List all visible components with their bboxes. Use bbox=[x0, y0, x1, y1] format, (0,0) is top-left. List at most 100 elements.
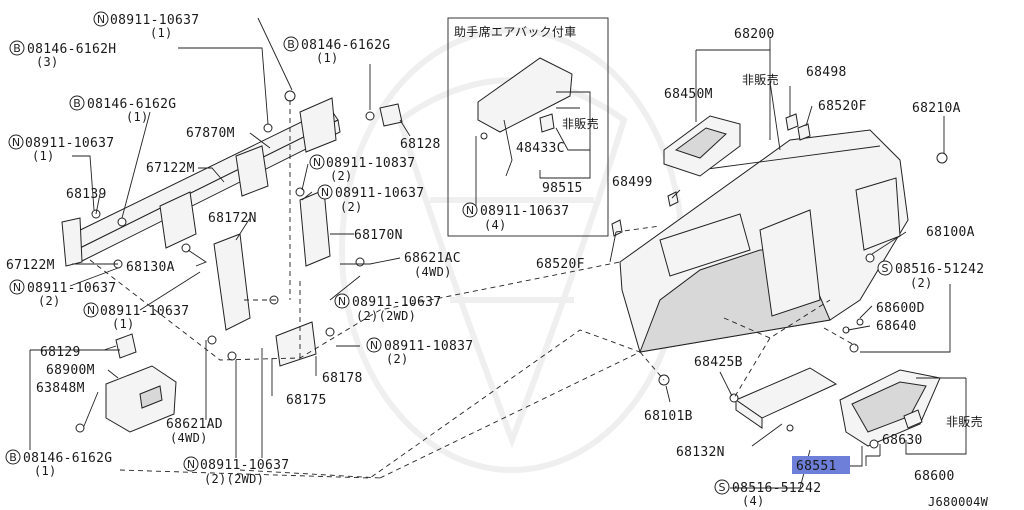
label-l2-number: 08146-6162H bbox=[27, 42, 116, 57]
label-l14: N 08911-10837 (2) bbox=[309, 154, 415, 183]
label-l10-number: 08911-10637 bbox=[27, 281, 116, 296]
label-l23: 68129 bbox=[40, 345, 81, 360]
label-l10-qty: (2) bbox=[38, 294, 61, 308]
label-l31-prefix: N bbox=[466, 204, 474, 217]
label-l19: N 08911-10637 (2)(2WD) bbox=[334, 293, 441, 323]
label-l26-number: 68621AD bbox=[166, 417, 223, 432]
label-l18: 68621AC (4WD) bbox=[404, 251, 461, 279]
label-l29: 48433C bbox=[516, 141, 565, 156]
label-l26: 68621AD (4WD) bbox=[166, 417, 223, 445]
label-l14-number: 08911-10837 bbox=[326, 156, 415, 171]
airbag-inset bbox=[447, 17, 609, 237]
label-l20-prefix: N bbox=[370, 339, 378, 352]
label-l40: S 08516-51242 (2) bbox=[877, 260, 984, 290]
label-l3-number: 08146-6162G bbox=[87, 97, 176, 112]
label-l26-qty: (4WD) bbox=[170, 431, 208, 445]
label-l49-prefix: S bbox=[719, 481, 726, 494]
label-l37: 68499 bbox=[612, 175, 653, 190]
label-l12-prefix: B bbox=[287, 38, 295, 51]
label-l33: 68450M bbox=[664, 87, 713, 102]
label-l2-qty: (3) bbox=[36, 55, 59, 69]
label-l11: N 08911-10637 (1) bbox=[83, 302, 189, 331]
label-l39: 68520F bbox=[536, 257, 585, 272]
label-l21: 68178 bbox=[322, 371, 363, 386]
leader-lines bbox=[29, 17, 967, 489]
right-not-for-sale: 非販売 bbox=[742, 72, 779, 87]
label-l34: 68498 bbox=[806, 65, 847, 80]
label-l30: 98515 bbox=[542, 181, 583, 196]
label-l18-qty: (4WD) bbox=[414, 265, 452, 279]
label-l12: B 08146-6162G (1) bbox=[283, 36, 390, 65]
label-l28: N 08911-10637 (2)(2WD) bbox=[183, 456, 289, 486]
label-l27-qty: (1) bbox=[34, 464, 57, 478]
label-l4-qty: (1) bbox=[32, 149, 55, 163]
label-l11-qty: (1) bbox=[112, 317, 135, 331]
label-l25: 63848M bbox=[36, 381, 85, 396]
label-l31-qty: (4) bbox=[484, 218, 507, 232]
label-l43: 68425B bbox=[694, 355, 743, 370]
label-l3: B 08146-6162G (1) bbox=[69, 95, 176, 124]
label-l3-qty: (1) bbox=[126, 110, 149, 124]
label-l40-prefix: S bbox=[882, 262, 889, 275]
label-l9: 68130A bbox=[126, 260, 175, 275]
label-l40-number: 08516-51242 bbox=[895, 262, 984, 277]
label-l14-qty: (2) bbox=[330, 169, 353, 183]
label-l49-number: 08516-51242 bbox=[732, 481, 821, 496]
label-l49-qty: (4) bbox=[742, 494, 765, 508]
label-l27: B 08146-6162G (1) bbox=[5, 449, 112, 478]
inset-title: 助手席エアバック付車 bbox=[454, 24, 577, 39]
label-l10-prefix: N bbox=[13, 281, 21, 294]
label-l48: 68600 bbox=[914, 469, 955, 484]
label-l2-prefix: B bbox=[13, 42, 21, 55]
label-l24: 68900M bbox=[46, 363, 95, 378]
label-l28-prefix: N bbox=[187, 458, 195, 471]
label-l36: 68210A bbox=[912, 101, 961, 116]
control-module-68900M bbox=[75, 333, 177, 433]
label-l19-prefix: N bbox=[338, 295, 346, 308]
label-l20: N 08911-10837 (2) bbox=[366, 337, 473, 366]
label-l4-number: 08911-10637 bbox=[25, 136, 114, 151]
label-l49: S 08516-51242 (4) bbox=[714, 479, 821, 508]
label-l1-qty: (1) bbox=[150, 26, 173, 40]
label-l42: 68640 bbox=[876, 319, 917, 334]
label-l15-qty: (2) bbox=[340, 200, 363, 214]
label-l22: 68175 bbox=[286, 393, 327, 408]
label-l40-qty: (2) bbox=[910, 276, 933, 290]
label-l31-number: 08911-10637 bbox=[480, 204, 569, 219]
label-l35: 68520F bbox=[818, 99, 867, 114]
inset-not-for-sale: 非販売 bbox=[562, 116, 599, 131]
label-l27-number: 08146-6162G bbox=[23, 451, 112, 466]
label-l31: N 08911-10637 (4) bbox=[462, 202, 569, 232]
diagram-code: J680004W bbox=[928, 495, 989, 509]
label-l18-number: 68621AC bbox=[404, 251, 461, 266]
label-l28-number: 08911-10637 bbox=[200, 458, 289, 473]
label-l1-number: 08911-10637 bbox=[110, 13, 199, 28]
label-l44: 68101B bbox=[644, 409, 693, 424]
label-l11-prefix: N bbox=[87, 304, 95, 317]
label-l13: 68128 bbox=[400, 137, 441, 152]
part-labels: N 08911-10637 (1) B 08146-6162H (3) B 08… bbox=[5, 11, 989, 509]
label-l15: N 08911-10637 (2) bbox=[317, 184, 424, 214]
label-l5: 67870M bbox=[186, 126, 235, 141]
label-l1-prefix: N bbox=[97, 13, 105, 26]
glovebox-not-for-sale: 非販売 bbox=[946, 414, 983, 429]
label-l7: 68139 bbox=[66, 187, 107, 202]
label-l20-qty: (2) bbox=[386, 352, 409, 366]
label-l14-prefix: N bbox=[313, 156, 321, 169]
label-l8: 67122M bbox=[6, 258, 55, 273]
label-l46: 68630 bbox=[882, 433, 923, 448]
label-l15-number: 08911-10637 bbox=[335, 186, 424, 201]
label-l27-prefix: B bbox=[9, 451, 17, 464]
label-l2: B 08146-6162H (3) bbox=[9, 40, 116, 69]
label-l38: 68100A bbox=[926, 225, 975, 240]
label-l4-prefix: N bbox=[12, 136, 20, 149]
label-l17: 68170N bbox=[354, 228, 403, 243]
label-l19-number: 08911-10637 bbox=[352, 295, 441, 310]
label-l6: 67122M bbox=[146, 161, 195, 176]
label-l1: N 08911-10637 (1) bbox=[93, 11, 199, 40]
crossmember-assembly bbox=[61, 90, 403, 367]
label-l12-qty: (1) bbox=[316, 51, 339, 65]
label-l41: 68600D bbox=[876, 301, 925, 316]
highlight-68551 bbox=[792, 456, 850, 474]
